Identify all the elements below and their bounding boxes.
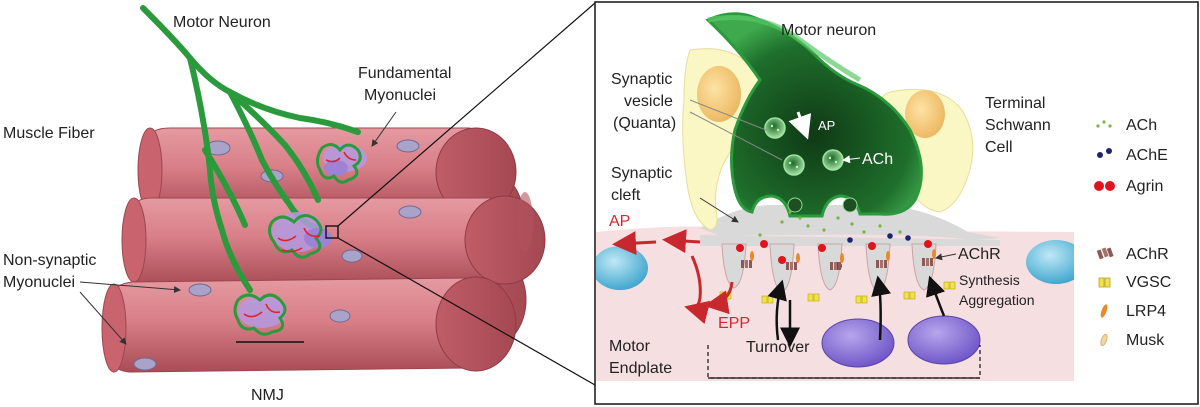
legend-label-lrp4: LRP4 (1126, 303, 1166, 320)
agrin-dots-icon (1094, 181, 1115, 191)
musk-icon (1100, 333, 1108, 347)
lrp4-markers (750, 249, 936, 263)
label-ap-inside: AP (818, 118, 835, 133)
legend-label-agrin: Agrin (1126, 178, 1163, 195)
muscle-nucleus (1026, 240, 1074, 284)
achr-receptors (741, 258, 933, 270)
legend: ACh AChE Agrin AChR VGSC LRP4 Musk (1094, 117, 1171, 349)
myonucleus (398, 205, 422, 219)
label-synaptic-cleft: Synaptic (611, 165, 672, 182)
myonucleus (341, 249, 363, 263)
right-panel: AP ACh (594, 1, 1199, 405)
ache-molecules (847, 233, 911, 243)
ach-molecules (758, 210, 902, 237)
label-synaptic-vesicle: Synaptic (611, 71, 672, 88)
zoom-box (325, 225, 339, 239)
left-panel: Motor Neuron Fundamental Myonuclei Muscl… (3, 2, 596, 404)
schwann-nucleus (905, 90, 945, 138)
legend-label-vgsc: VGSC (1126, 274, 1171, 291)
muscle-nucleus (596, 246, 648, 290)
legend-label-achr: AChR (1126, 246, 1169, 263)
legend-label-ach: ACh (1126, 117, 1157, 134)
label-motor-neuron-detail: Motor neuron (781, 22, 876, 39)
ach-dots-icon (1096, 120, 1112, 128)
label-muscle-fiber: Muscle Fiber (3, 125, 95, 142)
label-non-synaptic: Non-synaptic (3, 252, 96, 269)
label-cleft: cleft (611, 187, 641, 204)
achr-icon (1096, 247, 1114, 260)
synaptic-nucleus (821, 318, 895, 368)
synaptic-cleft (700, 204, 1000, 240)
vgsc-icon (1098, 277, 1111, 288)
legend-label-musk: Musk (1126, 332, 1165, 349)
synaptic-nucleus (907, 315, 981, 365)
myonucleus (329, 309, 351, 323)
label-non-synaptic-myonuclei: Myonuclei (3, 274, 75, 291)
label-epp: EPP (718, 315, 750, 332)
myonucleus (133, 357, 157, 371)
synaptic-vesicles (764, 117, 858, 213)
lrp4-icon (1100, 304, 1108, 318)
schwann-nucleus (697, 66, 741, 122)
label-nmj: NMJ (251, 387, 284, 404)
label-motor: Motor (609, 338, 651, 355)
ache-dots-icon (1097, 148, 1112, 158)
label-fundamental-myonuclei: Myonuclei (364, 87, 436, 104)
label-motor-neuron: Motor Neuron (173, 14, 271, 31)
label-aggregation: Aggregation (959, 292, 1035, 308)
legend-label-ache: AChE (1126, 147, 1168, 164)
muscle-fiber-bottom (101, 276, 517, 373)
myonucleus (396, 139, 420, 153)
label-schwann: Schwann (985, 117, 1051, 134)
label-cell: Cell (985, 139, 1013, 156)
label-vesicle: vesicle (624, 93, 673, 110)
label-turnover: Turnover (746, 339, 810, 356)
nmj-clusters (233, 143, 367, 336)
label-terminal: Terminal (985, 95, 1045, 112)
label-ap: AP (609, 213, 630, 230)
label-synthesis: Synthesis (959, 272, 1020, 288)
label-achr: AChR (958, 246, 1001, 263)
label-ach-inside: ACh (862, 151, 893, 168)
label-endplate: Endplate (609, 360, 672, 377)
myonucleus (188, 283, 212, 297)
motor-neuron-axon (705, 12, 923, 218)
label-quanta: (Quanta) (613, 115, 676, 132)
label-fundamental: Fundamental (358, 65, 451, 82)
ap-propagation-arrows (612, 229, 734, 324)
